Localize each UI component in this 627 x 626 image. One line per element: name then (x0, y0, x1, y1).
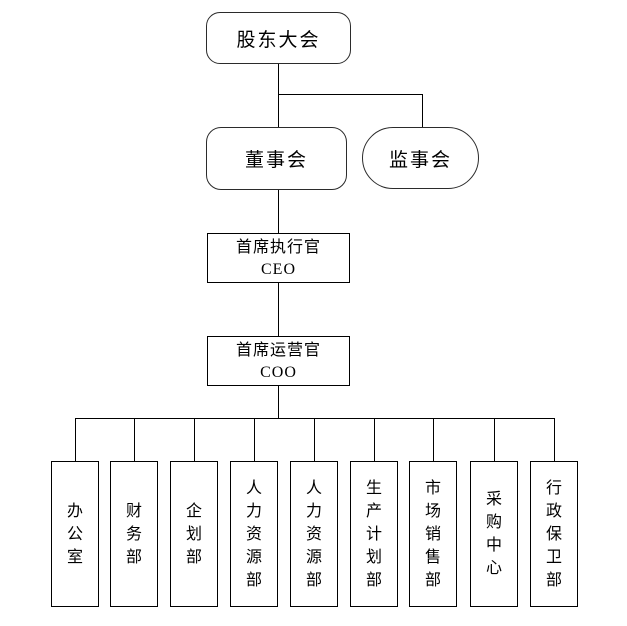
connector-ceo-coo (278, 283, 279, 336)
connector-drop-dept-2 (134, 418, 135, 461)
connector-drop-dept-9 (554, 418, 555, 461)
node-ceo-title: 首席执行官 (235, 238, 321, 256)
connector-drop-dept-7 (433, 418, 434, 461)
node-supervisory-board: 监事会 (362, 127, 479, 189)
node-dept-procurement-center-label: 采购中心 (485, 491, 502, 577)
node-ceo: 首席执行官 CEO (207, 233, 350, 283)
node-dept-admin-security-label: 行政保卫部 (545, 479, 562, 589)
node-dept-hr-1: 人力资源部 (230, 461, 278, 607)
node-dept-production-planning: 生产计划部 (350, 461, 398, 607)
node-dept-hr-1-label: 人力资源部 (245, 479, 262, 589)
connector-drop-dept-3 (194, 418, 195, 461)
node-dept-hr-2-label: 人力资源部 (305, 479, 322, 589)
node-coo-title: 首席运营官 (235, 341, 321, 359)
node-dept-admin-security: 行政保卫部 (530, 461, 578, 607)
node-dept-planning: 企划部 (170, 461, 218, 607)
node-ceo-abbr: CEO (261, 260, 296, 278)
connector-branch-supervisory (278, 94, 423, 95)
connector-drop-dept-5 (314, 418, 315, 461)
node-dept-finance: 财务部 (110, 461, 158, 607)
connector-departments-bus (75, 418, 555, 419)
connector-board-ceo (278, 190, 279, 233)
node-dept-marketing-sales: 市场销售部 (409, 461, 457, 607)
node-dept-finance-label: 财务部 (125, 502, 142, 566)
node-coo-abbr: COO (260, 363, 297, 381)
node-dept-hr-2: 人力资源部 (290, 461, 338, 607)
connector-drop-dept-8 (494, 418, 495, 461)
node-board-label: 董事会 (244, 150, 308, 171)
node-shareholders-meeting: 股东大会 (206, 12, 351, 64)
connector-drop-dept-6 (374, 418, 375, 461)
connector-shareholders-board (278, 64, 279, 127)
node-dept-office: 办公室 (51, 461, 99, 607)
node-dept-planning-label: 企划部 (185, 502, 202, 566)
connector-drop-dept-4 (254, 418, 255, 461)
node-board-of-directors: 董事会 (206, 127, 347, 190)
connector-supervisory-drop (422, 94, 423, 128)
node-dept-production-planning-label: 生产计划部 (365, 479, 382, 589)
node-dept-procurement-center: 采购中心 (470, 461, 518, 607)
connector-coo-bus (278, 386, 279, 419)
node-dept-marketing-sales-label: 市场销售部 (424, 479, 441, 589)
connector-drop-dept-1 (75, 418, 76, 461)
node-coo: 首席运营官 COO (207, 336, 350, 386)
node-shareholders-label: 股东大会 (236, 29, 321, 51)
node-dept-office-label: 办公室 (66, 502, 83, 566)
node-supervisory-label: 监事会 (388, 149, 452, 171)
